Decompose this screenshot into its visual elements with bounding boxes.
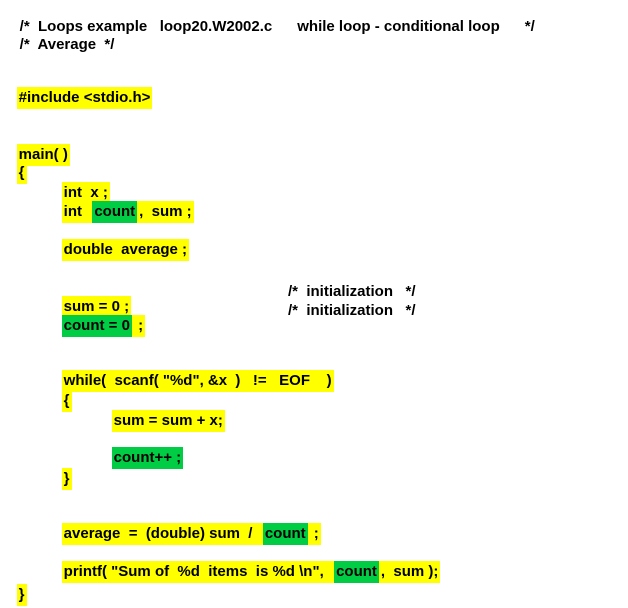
declaration-x-line: int x ;: [45, 170, 110, 215]
printf-count-var: count: [334, 561, 379, 583]
include-line: #include <stdio.h>: [0, 75, 153, 120]
average-suffix-text: ;: [307, 523, 321, 545]
header-comment-line-2: /* Average */: [3, 22, 115, 67]
body-count-increment-line: count++ ;: [95, 435, 184, 480]
header-comment-2-text: /* Average */: [19, 36, 115, 53]
printf-prefix-text: printf( "Sum of %d items is %d \n",: [61, 561, 335, 583]
body-count-increment-text: count++ ;: [111, 447, 184, 469]
while-condition-text: while( scanf( "%d", &x ) != EOF ): [61, 370, 334, 392]
while-condition-line: while( scanf( "%d", &x ) != EOF ): [45, 358, 334, 403]
average-count-var: count: [262, 523, 308, 545]
main-close-brace-line: }: [0, 572, 27, 608]
init-count-line: count = 0 ; /* initialization */: [45, 303, 416, 363]
declaration-count-suffix: , sum ;: [137, 201, 194, 223]
init-count-green-text: count = 0: [61, 315, 132, 337]
header-comment-line-1: /* Loops example loop20.W2002.c while lo…: [3, 4, 535, 49]
main-close-brace-text: }: [16, 584, 27, 606]
declaration-x-text: int x ;: [61, 182, 110, 204]
main-signature-text: main( ): [16, 144, 70, 166]
average-prefix-text: average = (double) sum /: [61, 523, 263, 545]
init-sum-line: sum = 0 ; /* initialization */: [45, 284, 416, 344]
header-comment-1-text: /* Loops example loop20.W2002.c while lo…: [19, 18, 535, 35]
declaration-count-sum-line: int count, sum ;: [45, 189, 194, 234]
main-open-brace-text: {: [16, 162, 27, 184]
init-sum-text: sum = 0 ;: [61, 296, 132, 318]
declaration-count-var: count: [92, 201, 138, 223]
init-sum-comment: /* initialization */: [288, 283, 416, 300]
init-count-comment: /* initialization */: [288, 302, 416, 319]
include-directive-text: #include <stdio.h>: [16, 87, 153, 109]
main-open-brace-line: {: [0, 150, 27, 195]
printf-suffix-text: , sum );: [378, 561, 441, 583]
main-signature-line: main( ): [0, 132, 70, 177]
while-open-brace-line: {: [45, 378, 72, 423]
printf-line: printf( "Sum of %d items is %d \n", coun…: [45, 549, 441, 594]
declaration-count-prefix: int: [61, 201, 93, 223]
body-sum-line: sum = sum + x;: [95, 398, 225, 443]
average-assignment-line: average = (double) sum / count ;: [45, 511, 321, 556]
while-close-brace-text: }: [61, 468, 72, 490]
while-open-brace-text: {: [61, 390, 72, 412]
declaration-average-text: double average ;: [61, 239, 190, 261]
declaration-average-line: double average ;: [45, 227, 190, 272]
while-close-brace-line: }: [45, 456, 72, 501]
init-count-suffix-text: ;: [131, 315, 146, 337]
body-sum-text: sum = sum + x;: [111, 410, 225, 432]
